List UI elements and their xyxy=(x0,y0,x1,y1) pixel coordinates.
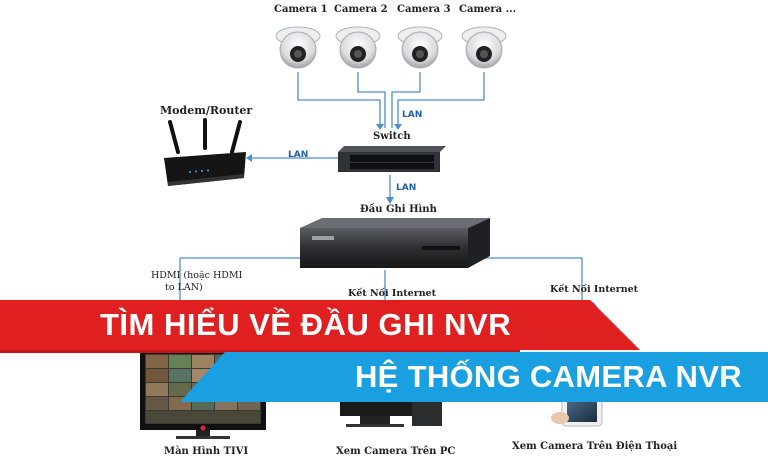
camera-devices xyxy=(275,26,507,69)
internet-label-phone: Kết Nối Internet xyxy=(550,284,639,295)
switch-device xyxy=(338,146,446,172)
nvr-label: Đầu Ghi Hình xyxy=(360,204,437,215)
hdmi-label-line1: HDMI (hoặc HDMI xyxy=(151,270,243,281)
blue-title-banner: HỆ THỐNG CAMERA NVR xyxy=(180,352,768,402)
pc-label: Xem Camera Trên PC xyxy=(336,446,456,457)
phone-device xyxy=(551,395,603,427)
modem-router-device xyxy=(164,118,246,186)
connection-lines xyxy=(179,72,583,300)
camera-label-1: Camera 1 xyxy=(274,4,328,15)
red-banner-title: TÌM HIỂU VỀ ĐẦU GHI NVR xyxy=(100,307,512,342)
red-title-banner: TÌM HIỂU VỀ ĐẦU GHI NVR xyxy=(0,300,640,350)
phone-label: Xem Camera Trên Điện Thoại xyxy=(512,441,678,452)
lan-label-cameras: LAN xyxy=(402,110,423,120)
internet-label-pc: Kết Nối Internet xyxy=(348,288,437,299)
arrowheads xyxy=(246,124,402,204)
camera-label-3: Camera 3 xyxy=(397,4,451,15)
switch-label: Switch xyxy=(373,131,411,142)
camera-label-2: Camera 2 xyxy=(334,4,388,15)
lan-label-modem: LAN xyxy=(288,150,309,160)
red-banner-shadow xyxy=(0,347,520,353)
modem-label: Modem/Router xyxy=(160,104,253,117)
hdmi-label-line2: to LAN) xyxy=(165,282,203,293)
nvr-device xyxy=(300,218,490,268)
tv-label: Màn Hình TIVI xyxy=(164,446,249,457)
blue-banner-title: HỆ THỐNG CAMERA NVR xyxy=(355,359,742,394)
lan-label-nvr: LAN xyxy=(396,183,417,193)
camera-label-4: Camera ... xyxy=(459,4,517,15)
